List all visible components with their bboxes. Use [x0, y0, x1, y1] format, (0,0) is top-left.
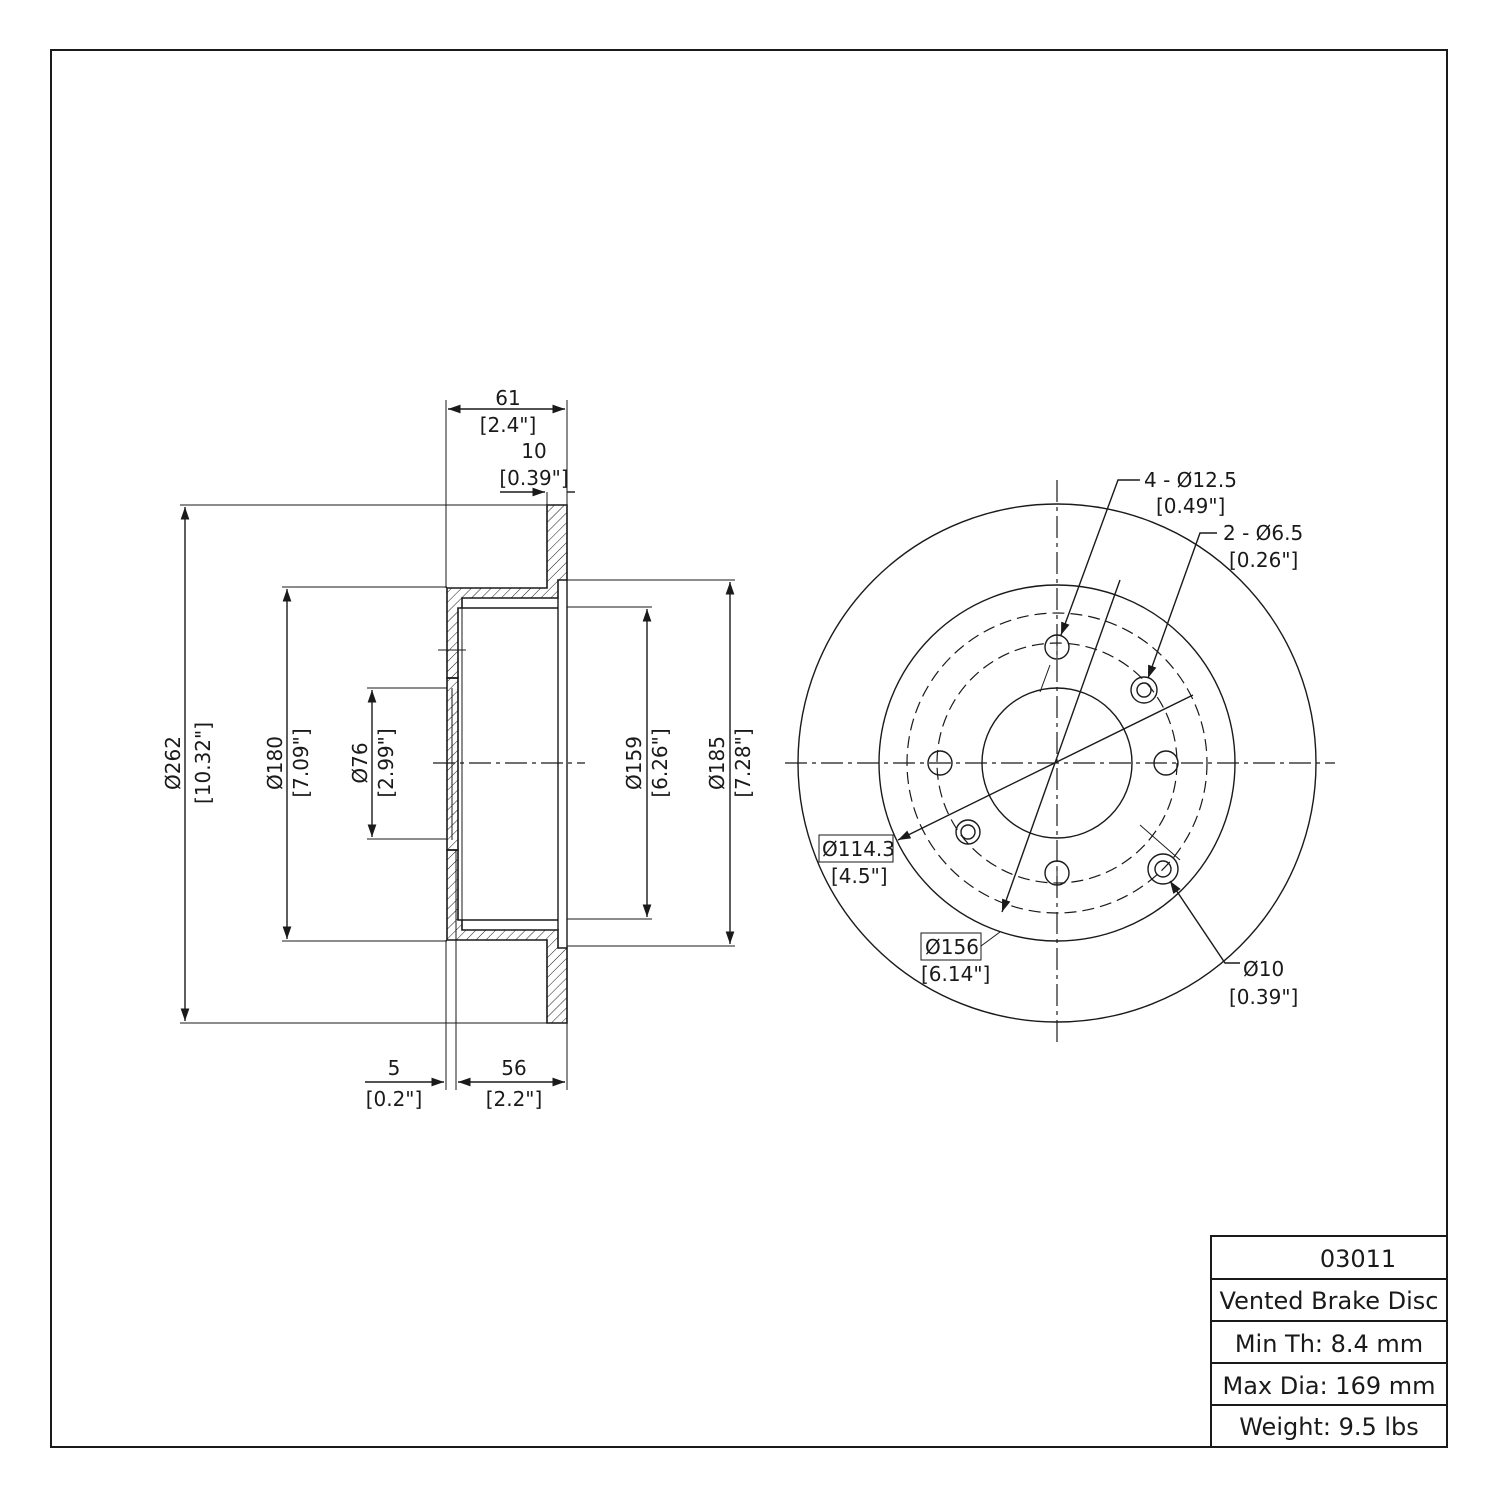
callout-lug-holes-in: [0.49"] [1156, 494, 1225, 518]
aux-hole-lower-right-inner [1154, 860, 1172, 878]
dim-step-dia-in: [7.28"] [731, 728, 755, 797]
pcd-outer-box [920, 932, 982, 961]
part-description: Vented Brake Disc [1220, 1287, 1439, 1315]
lug-hole-left [927, 750, 953, 776]
dim-hat-depth: 56 [501, 1056, 526, 1080]
dim-inner-dia: Ø159 [622, 736, 646, 790]
callout-bolt-circle-in: [4.5"] [831, 864, 888, 888]
lug-hole-top [1044, 634, 1070, 660]
dim-offset: 5 [388, 1056, 401, 1080]
dim-center-bore: Ø76 [348, 742, 372, 783]
dim-inner-dia-in: [6.26"] [648, 728, 672, 797]
front-view: 4 - Ø12.5 [0.49"] 2 - Ø6.5 [0.26"] Ø114.… [785, 468, 1335, 1045]
dim-step-dia: Ø185 [705, 736, 729, 790]
sheet-border [50, 49, 1448, 1448]
aux-hole-upper-right [1130, 676, 1158, 704]
aux-hole-lower-left [955, 819, 981, 845]
bolt-circle-box [818, 834, 894, 863]
callout-aux-hole-in: [0.39"] [1229, 985, 1298, 1009]
dim-flange-thickness: 10 [521, 439, 546, 463]
aux-hole-lower-left-inner [960, 824, 976, 840]
rotor-section-bottom [446, 849, 568, 1024]
side-section-view: 61 [2.4"] 10 [0.39"] 5 [0.2"] 56 [2.2"] … [161, 386, 755, 1111]
dim-hat-depth-in: [2.2"] [486, 1087, 543, 1111]
aux-hole-lower-right [1147, 853, 1179, 885]
callout-aux-holes: 2 - Ø6.5 [1223, 521, 1303, 545]
weight: Weight: 9.5 lbs [1239, 1413, 1419, 1441]
part-number: 03011 [1320, 1245, 1396, 1273]
callout-pcd-outer: Ø156 [925, 935, 979, 959]
callout-lug-holes: 4 - Ø12.5 [1144, 468, 1237, 492]
callout-aux-holes-in: [0.26"] [1229, 548, 1298, 572]
rotor-section-top [446, 504, 568, 679]
callout-aux-hole: Ø10 [1243, 957, 1284, 981]
lug-hole-right [1153, 750, 1179, 776]
dim-offset-in: [0.2"] [366, 1087, 423, 1111]
dim-hat-dia: Ø180 [263, 736, 287, 790]
dim-center-bore-in: [2.99"] [374, 728, 398, 797]
aux-hole-upper-right-inner [1136, 682, 1152, 698]
dim-overall-width-in: [2.4"] [480, 413, 537, 437]
callout-bolt-circle: Ø114.3 [822, 837, 895, 861]
min-thickness: Min Th: 8.4 mm [1235, 1330, 1423, 1358]
dim-flange-thickness-in: [0.39"] [499, 466, 568, 490]
dim-outer-dia: Ø262 [161, 736, 185, 790]
max-diameter: Max Dia: 169 mm [1222, 1372, 1435, 1400]
lug-hole-bottom [1044, 860, 1070, 886]
dim-outer-dia-in: [10.32"] [191, 722, 215, 804]
dim-overall-width: 61 [495, 386, 520, 410]
callout-pcd-outer-in: [6.14"] [921, 962, 990, 986]
title-block: 03011 Vented Brake Disc Min Th: 8.4 mm M… [1210, 1235, 1448, 1448]
dim-hat-dia-in: [7.09"] [289, 728, 313, 797]
